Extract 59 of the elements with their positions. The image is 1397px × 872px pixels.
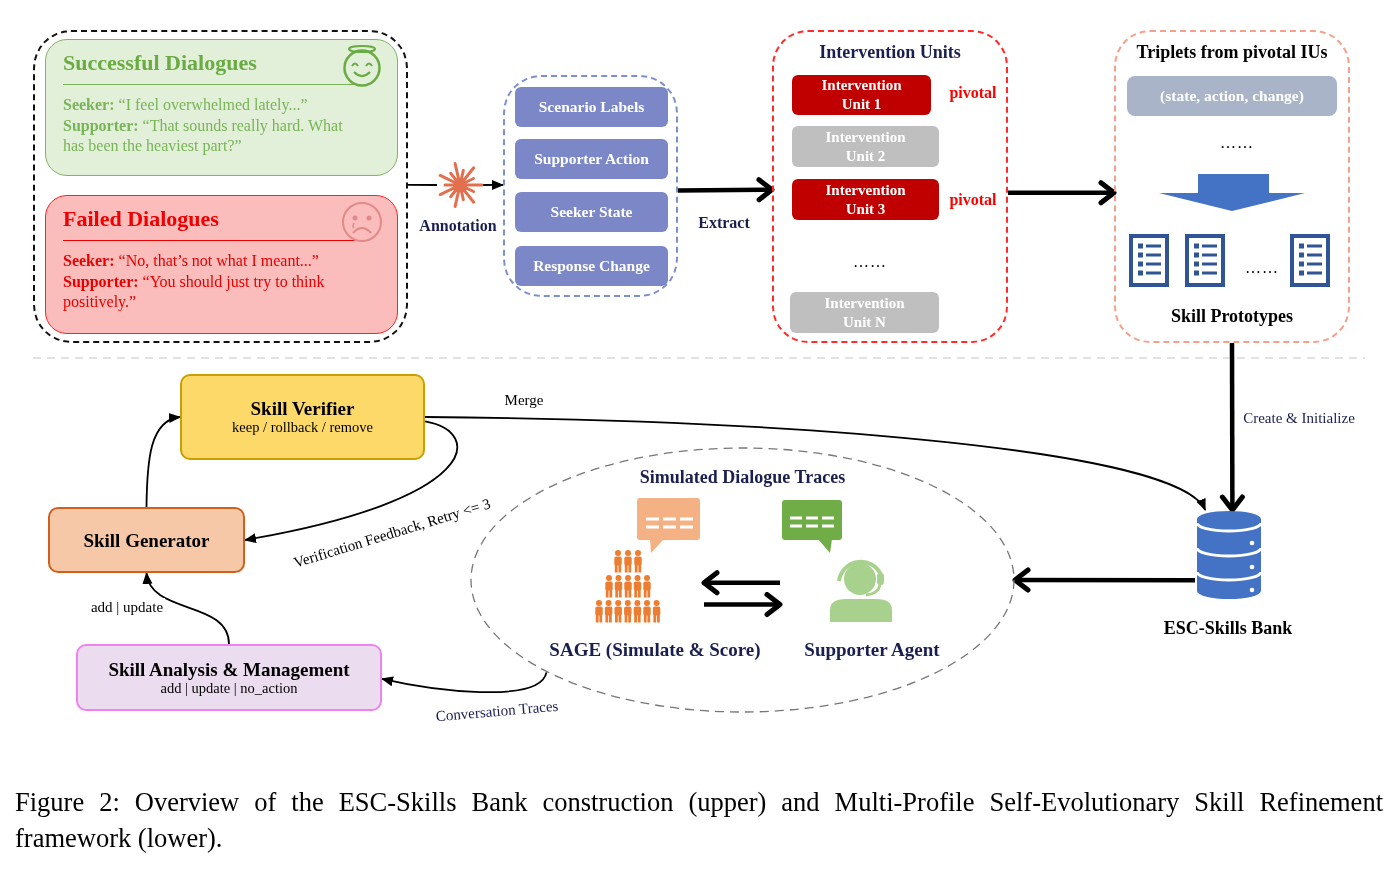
arrow bbox=[704, 592, 783, 617]
arrow bbox=[1008, 180, 1117, 206]
node-label: ESC-Skills Bank bbox=[1163, 617, 1293, 639]
box-title: Skill Generator bbox=[83, 529, 210, 551]
group-title: Intervention Units bbox=[818, 42, 962, 63]
node-label: Annotation bbox=[419, 217, 497, 235]
card-title: Failed Dialogues bbox=[63, 206, 219, 232]
node-label: Supporter Agent bbox=[804, 639, 940, 661]
unit-box: Intervention Unit 2 bbox=[792, 126, 939, 167]
support-agent-drawing bbox=[780, 497, 895, 625]
dashed-group-frame bbox=[1114, 30, 1350, 343]
dialogue-line: Seeker: “I feel overwhelmed lately...” bbox=[63, 95, 309, 116]
arrow bbox=[482, 179, 504, 190]
arrow bbox=[701, 570, 780, 596]
box-subtitle: keep / rollback / remove bbox=[232, 419, 373, 436]
ellipsis-text: …… bbox=[1245, 259, 1279, 277]
arrow bbox=[424, 416, 1207, 511]
ellipsis-text: …… bbox=[853, 253, 887, 271]
group-title: Triplets from pivotal IUs bbox=[1135, 42, 1329, 63]
unit-box: Intervention Unit 3 bbox=[792, 179, 939, 220]
arrow bbox=[677, 177, 775, 203]
label-chip: Scenario Labels bbox=[515, 87, 668, 127]
process-box bbox=[180, 374, 425, 460]
arrow bbox=[381, 671, 548, 693]
arrow bbox=[145, 414, 181, 508]
process-box bbox=[76, 644, 382, 711]
database-icon bbox=[1195, 510, 1263, 600]
dialogue-line: Supporter: “You should just try to think positively.” bbox=[63, 271, 326, 313]
figure-caption: Figure 2: Overview of the ESC-Skills Bank construction (upper) and Multi-Profile Self-Evolutionary Skill Refinement framework (lower). bbox=[15, 786, 1383, 855]
dashed-group-frame bbox=[33, 30, 408, 343]
box-title: Skill Analysis & Management bbox=[108, 658, 350, 680]
box-title: Skill Verifier bbox=[250, 398, 355, 419]
arrow bbox=[244, 420, 459, 543]
box-subtitle: add | update | no_action bbox=[160, 679, 298, 697]
process-box bbox=[48, 507, 245, 573]
unit-box: Intervention Unit 1 bbox=[792, 75, 931, 115]
triplet-box: (state, action, change) bbox=[1127, 76, 1337, 116]
starburst-icon bbox=[437, 162, 483, 208]
group-caption: Skill Prototypes bbox=[1169, 306, 1295, 327]
dialogue-card bbox=[45, 39, 398, 176]
unit-box: Intervention Unit N bbox=[790, 292, 939, 333]
node-label: SAGE (Simulate & Score) bbox=[549, 639, 761, 661]
arrow bbox=[1012, 567, 1195, 593]
label-chip: Seeker State bbox=[515, 192, 668, 232]
label-chip: Response Change bbox=[515, 246, 668, 286]
node-label: pivotal bbox=[949, 191, 997, 209]
node-label: pivotal bbox=[949, 84, 997, 102]
dialogue-card bbox=[45, 195, 398, 334]
label-chip: Supporter Action bbox=[515, 139, 668, 179]
dashed-group-frame bbox=[772, 30, 1008, 343]
group-title: Simulated Dialogue Traces bbox=[638, 467, 847, 488]
card-title: Successful Dialogues bbox=[63, 50, 257, 76]
edge-label: add | update bbox=[88, 598, 166, 616]
dialogue-line: Seeker: “No, that’s not what I meant...” bbox=[63, 251, 320, 271]
arrow bbox=[144, 572, 230, 645]
dashed-group-frame bbox=[503, 75, 678, 297]
ellipsis-text: …… bbox=[1220, 134, 1254, 152]
arrow bbox=[1219, 343, 1245, 513]
dialogue-line: Supporter: “That sounds really hard. What has been the heaviest part?” bbox=[63, 115, 344, 157]
